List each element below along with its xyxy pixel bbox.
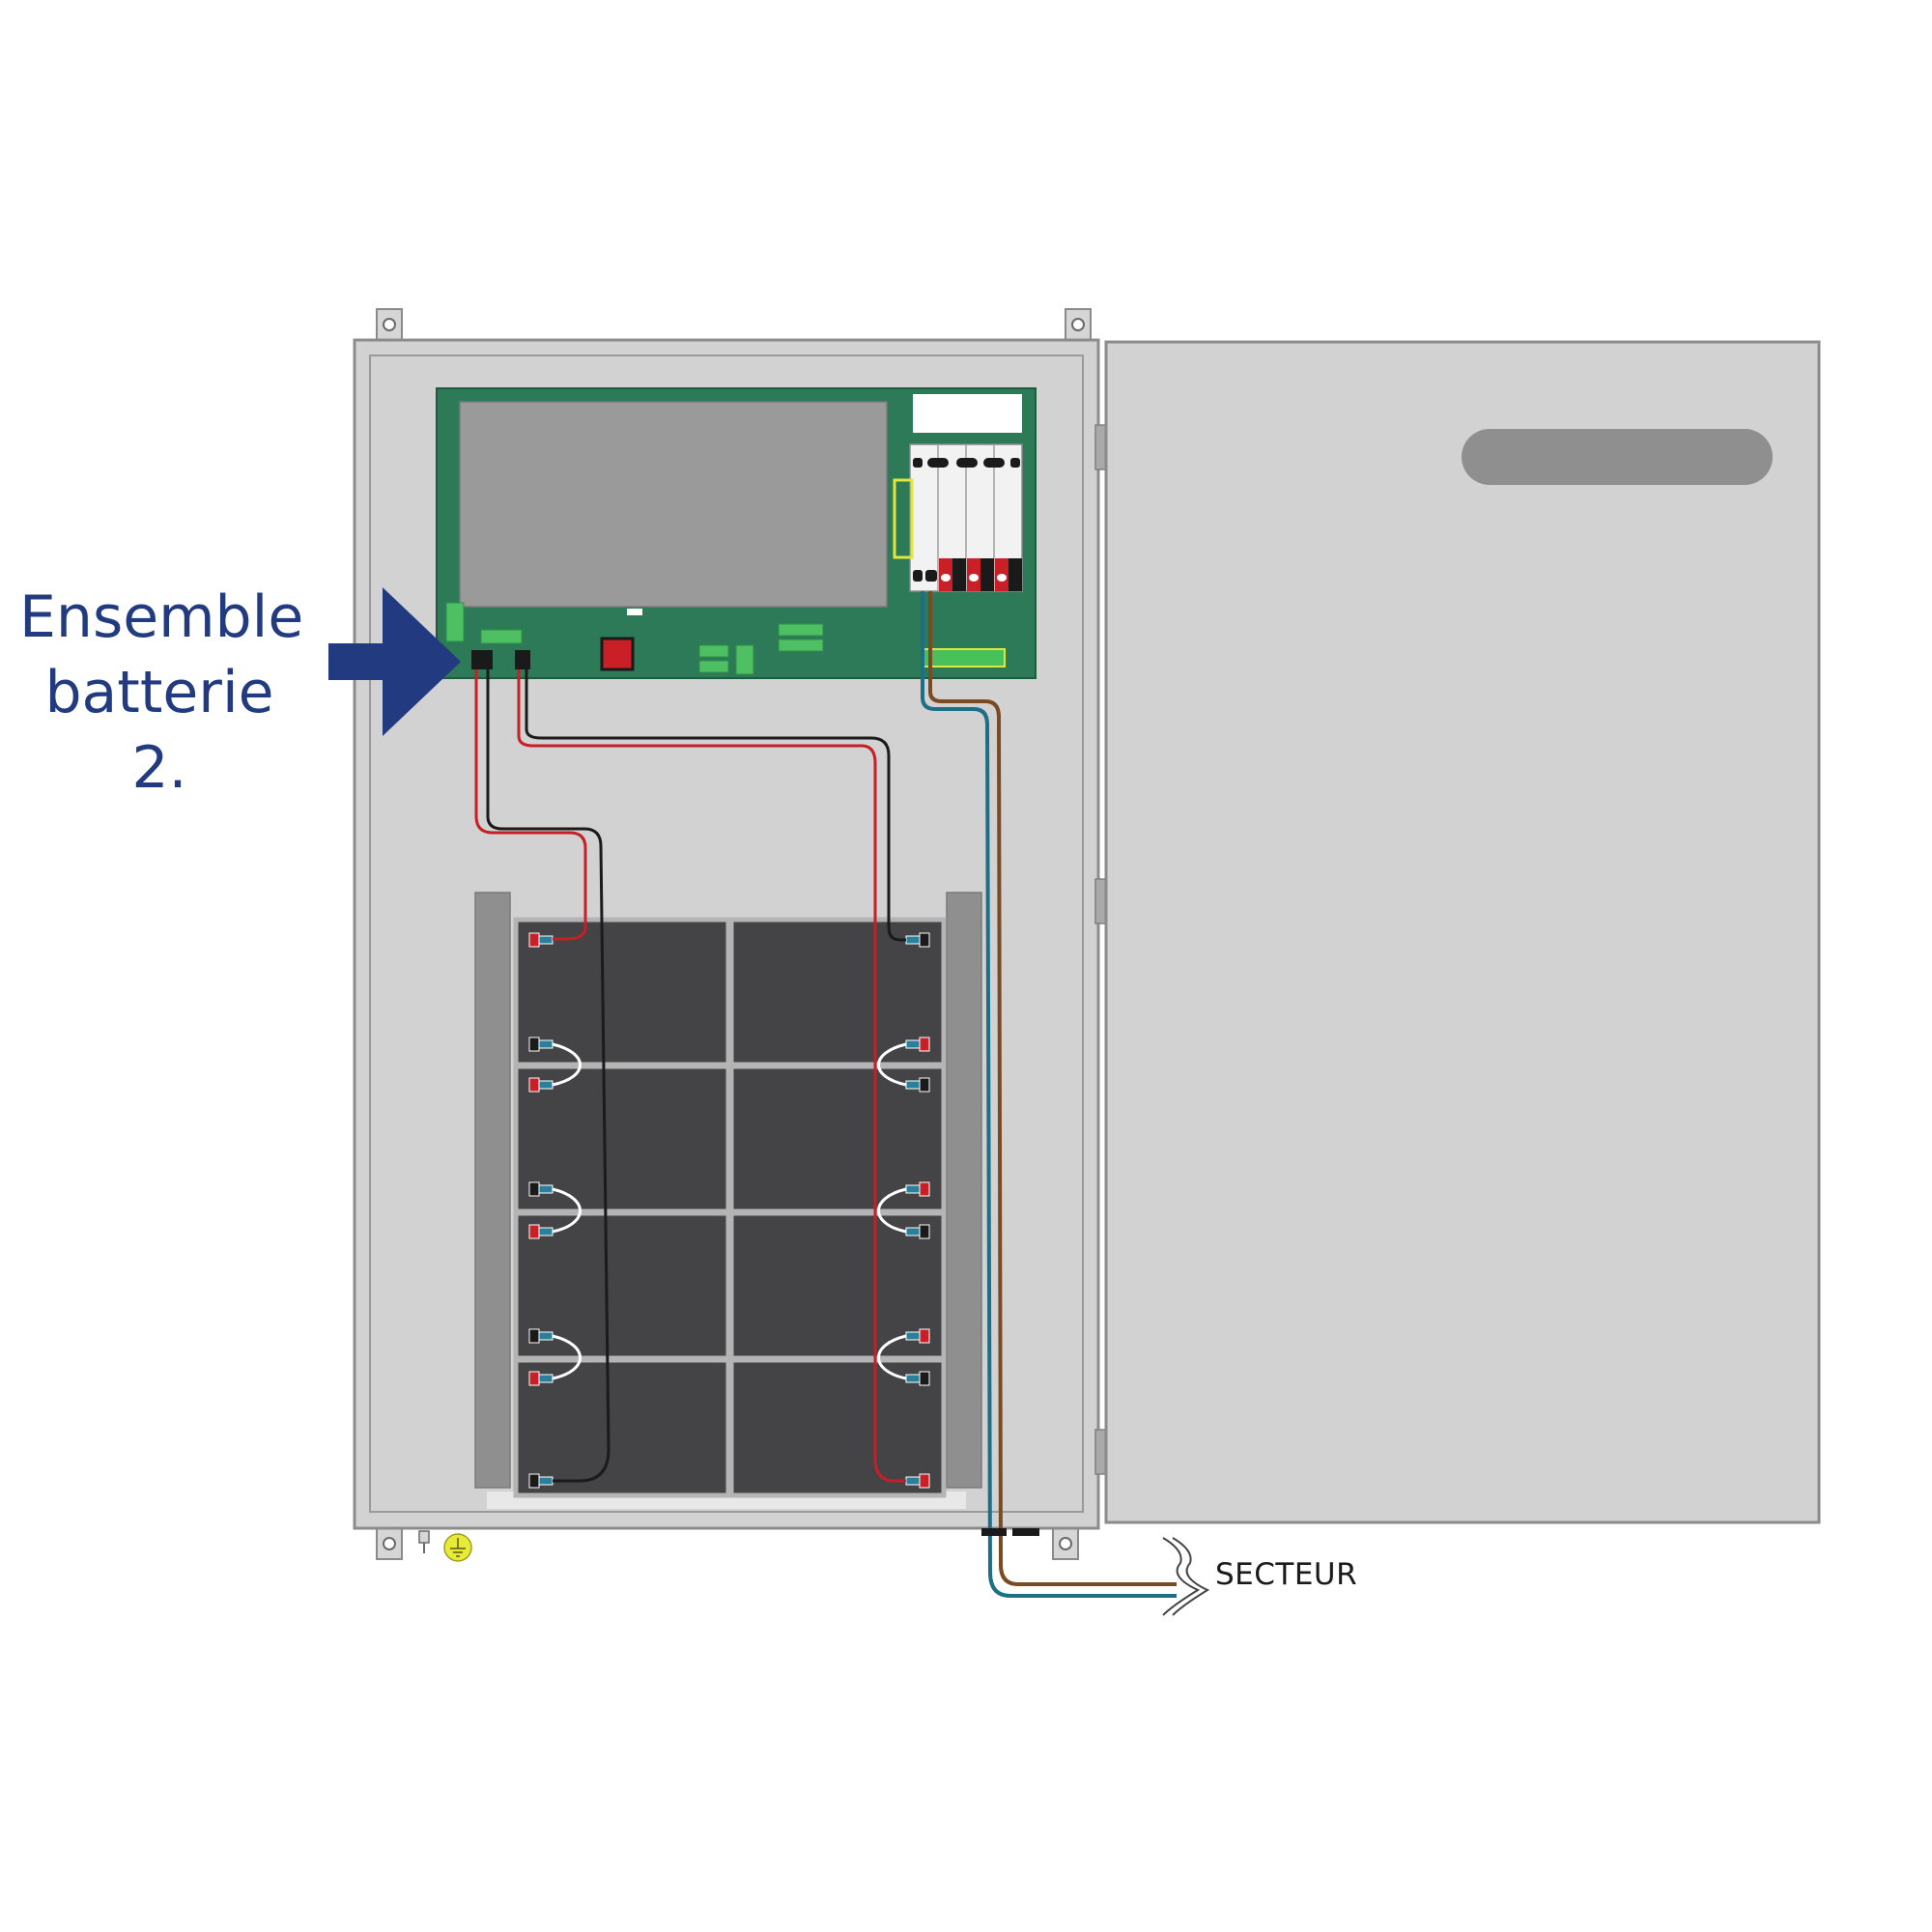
battery-connector-2a — [471, 650, 493, 669]
mains-wiring — [921, 591, 1177, 1598]
mains-wire-phase — [928, 591, 1177, 1586]
earth-ground-icon — [443, 1533, 472, 1562]
door-handle-slot — [1462, 429, 1773, 485]
cable-gland-1 — [981, 1528, 1007, 1536]
earth-stud — [418, 1530, 430, 1553]
callout-line-2: batterie 2. — [44, 659, 274, 802]
battery-wire-negative — [486, 669, 611, 1483]
cable-gland-2 — [1012, 1528, 1039, 1536]
battery-jumpers — [552, 1042, 907, 1380]
battery-pack — [513, 917, 947, 1498]
battery-connector-2b — [515, 650, 530, 669]
terminal-block — [893, 443, 1023, 592]
battery-wire-positive — [474, 669, 587, 941]
cabinet-inner-frame — [369, 355, 1084, 1513]
door-hinges — [1094, 424, 1108, 1475]
board-connectors — [445, 602, 824, 675]
cable-break-symbol — [1162, 1537, 1210, 1616]
battery-wire-negative-return — [525, 669, 906, 942]
mains-wire-neutral — [921, 591, 1177, 1598]
battery-wiring — [474, 669, 906, 1483]
board-led-white — [627, 609, 642, 615]
cabinet-door — [1104, 340, 1821, 1524]
battery-set-callout: Ensemble batterie 2. — [19, 580, 304, 806]
battery-cell — [728, 1210, 947, 1361]
mains-label: SECTEUR — [1215, 1557, 1358, 1592]
callout-line-1: Ensemble — [19, 583, 304, 651]
battery-rail-right — [946, 892, 982, 1489]
battery-terminals-right — [905, 932, 930, 1489]
battery-wire-positive-return — [517, 669, 906, 1483]
board-fuse-red — [600, 637, 635, 671]
board-display-panel — [459, 401, 888, 608]
board-indicator-strip — [923, 648, 1006, 668]
battery-rail-left — [474, 892, 511, 1489]
board-label-plate — [913, 394, 1022, 433]
arrow-right-icon — [328, 587, 461, 736]
